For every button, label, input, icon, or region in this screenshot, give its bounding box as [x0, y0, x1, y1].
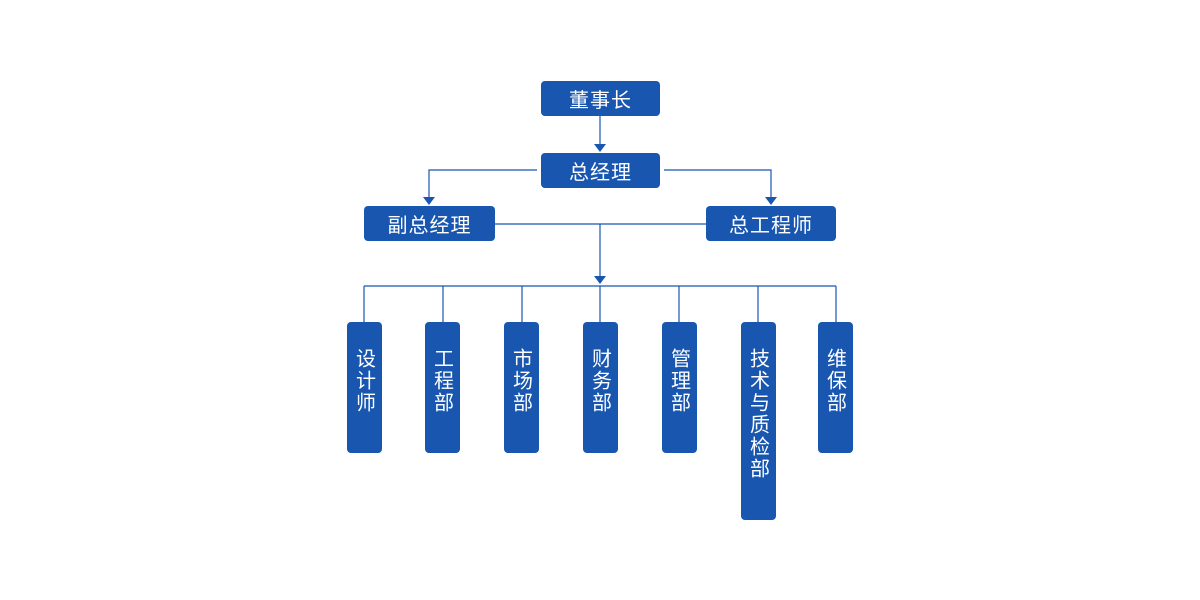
dept-label: 市场部: [509, 348, 534, 414]
dept-marketing: 市场部: [504, 322, 539, 453]
dept-label: 工程部: [430, 348, 455, 414]
node-label: 董事长: [569, 88, 632, 112]
dept-label: 维保部: [823, 348, 848, 414]
dept-label: 技术与质检部: [746, 348, 771, 480]
node-general-manager: 总经理: [541, 153, 660, 188]
node-chief-engineer: 总工程师: [706, 206, 836, 241]
node-deputy-gm: 副总经理: [364, 206, 495, 241]
dept-label: 财务部: [588, 348, 613, 414]
node-label: 总工程师: [729, 213, 813, 237]
node-label: 总经理: [569, 160, 632, 184]
dept-design: 设计师: [347, 322, 382, 453]
dept-engineering: 工程部: [425, 322, 460, 453]
dept-maintenance: 维保部: [818, 322, 853, 453]
arrow-down-icon: [765, 197, 777, 205]
dept-tech-qc: 技术与质检部: [741, 322, 776, 520]
arrow-down-icon: [594, 144, 606, 152]
arrow-down-icon: [423, 197, 435, 205]
dept-label: 设计师: [352, 348, 377, 414]
arrow-down-icon: [594, 276, 606, 284]
node-label: 副总经理: [387, 213, 472, 237]
dept-finance: 财务部: [583, 322, 618, 453]
dept-label: 管理部: [667, 348, 692, 414]
dept-management: 管理部: [662, 322, 697, 453]
node-chairman: 董事长: [541, 81, 660, 116]
